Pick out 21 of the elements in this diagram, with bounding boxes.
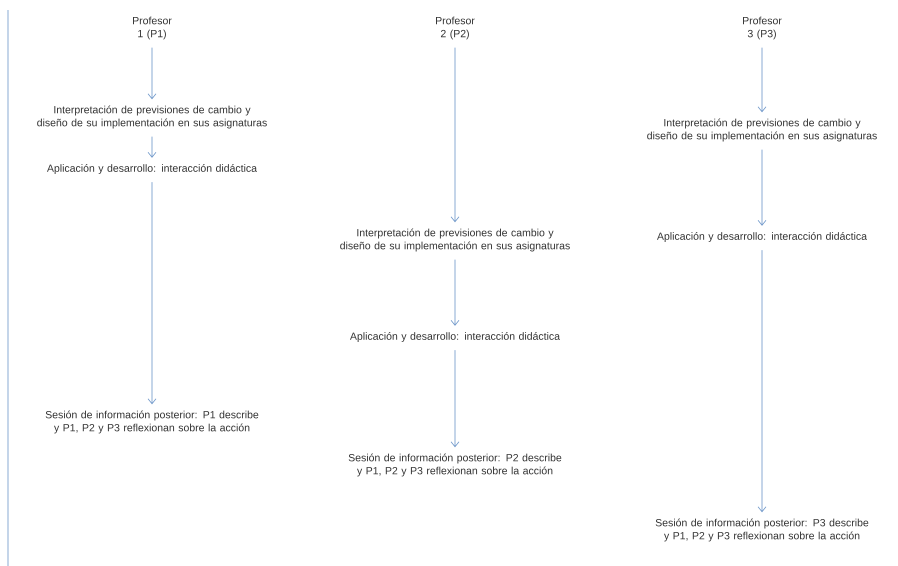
step-text: Sesión de información posterior: P2 describe y P1, P2 y P3 reflexionan sobre la acción bbox=[348, 454, 562, 476]
arrow bbox=[450, 350, 460, 448]
step-text: Sesión de información posterior: P3 describe y P1, P2 y P3 reflexionan sobre la acción bbox=[656, 518, 868, 542]
step-text: Aplicación y desarrollo: interacción didáctica bbox=[350, 332, 560, 342]
column-heading: Profesor 1 (P1) bbox=[133, 16, 172, 40]
arrow bbox=[758, 149, 766, 226]
arrow bbox=[450, 259, 460, 326]
column-heading: Profesor 3 (P3) bbox=[743, 16, 782, 40]
arrow bbox=[450, 47, 460, 222]
step-text: Interpretación de previsiones de cambio y diseño de su implementación en sus asignaturas bbox=[340, 228, 570, 252]
arrow bbox=[758, 47, 766, 112]
step-text: Interpretación de previsiones de cambio y diseño de su implementación en sus asignaturas bbox=[647, 118, 877, 142]
step-text: Sesión de información posterior: P1 describe y P1, P2 y P3 reflexionan sobre la acción bbox=[46, 410, 258, 434]
arrow bbox=[758, 250, 766, 512]
arrow bbox=[148, 47, 156, 100]
column-heading: Profesor 2 (P2) bbox=[436, 16, 475, 40]
step-text: Aplicación y desarrollo: interacción didáctica bbox=[46, 164, 257, 174]
step-text: Interpretación de previsiones de cambio y diseño de su implementación en sus asignaturas bbox=[37, 106, 267, 128]
arrow bbox=[148, 136, 156, 158]
step-text: Aplicación y desarrollo: interacción didáctica bbox=[656, 232, 867, 242]
arrow bbox=[148, 182, 156, 404]
